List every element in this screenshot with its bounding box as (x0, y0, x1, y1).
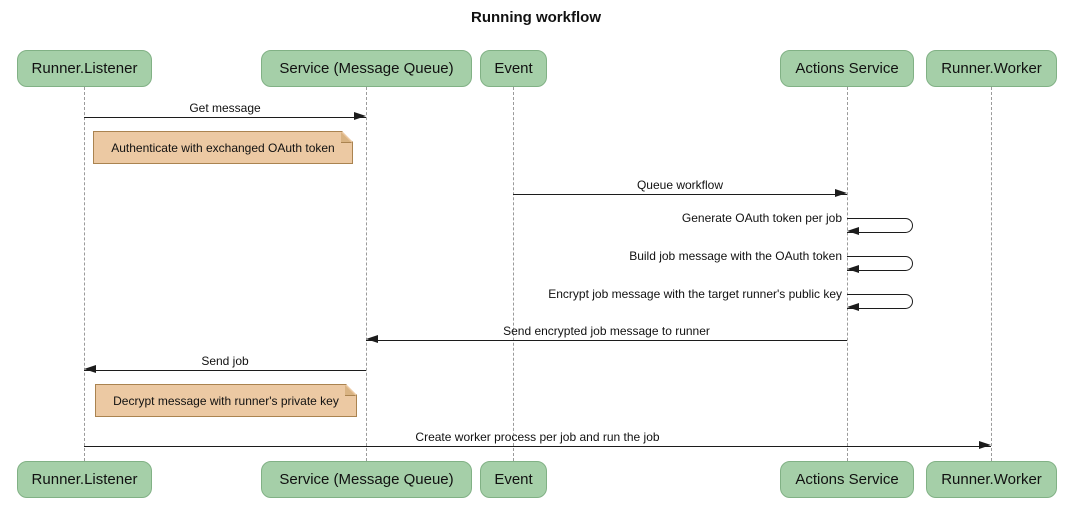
arrowhead-left-icon (847, 227, 859, 235)
lifeline-event (513, 87, 514, 461)
actor-runner-listener-top: Runner.Listener (17, 50, 152, 87)
note-text: Authenticate with exchanged OAuth token (111, 140, 335, 155)
message-label-build-job-message: Build job message with the OAuth token (629, 249, 842, 263)
actor-runner-worker-top: Runner.Worker (926, 50, 1057, 87)
message-label-encrypt-job-message: Encrypt job message with the target runn… (548, 287, 842, 301)
message-label-generate-oauth-token: Generate OAuth token per job (681, 211, 842, 225)
message-label-send-job: Send job (201, 354, 249, 368)
actor-runner-listener-bottom: Runner.Listener (17, 461, 152, 498)
arrowhead-left-icon (366, 335, 378, 343)
note-authenticate-oauth: Authenticate with exchanged OAuth token (93, 131, 353, 164)
arrowhead-left-icon (847, 303, 859, 311)
note-text: Decrypt message with runner's private ke… (113, 393, 339, 408)
message-label-get-message: Get message (189, 101, 261, 115)
actor-service-message-queue-top: Service (Message Queue) (261, 50, 472, 87)
arrowhead-right-icon (354, 112, 366, 120)
message-label-queue-workflow: Queue workflow (636, 178, 724, 192)
actor-service-message-queue-bottom: Service (Message Queue) (261, 461, 472, 498)
message-line-send-job (84, 370, 366, 371)
note-decrypt-message: Decrypt message with runner's private ke… (95, 384, 357, 417)
self-loop-line (847, 218, 913, 233)
actor-actions-service-top: Actions Service (780, 50, 914, 87)
actor-event-top: Event (480, 50, 547, 87)
message-line-queue-workflow (513, 194, 847, 195)
actor-runner-worker-bottom: Runner.Worker (926, 461, 1057, 498)
self-loop-line (847, 294, 913, 309)
message-label-send-encrypted-job: Send encrypted job message to runner (503, 324, 710, 338)
note-fold-icon (341, 132, 352, 143)
arrowhead-right-icon (979, 441, 991, 449)
message-line-create-worker (84, 446, 991, 447)
arrowhead-left-icon (847, 265, 859, 273)
message-line-send-encrypted-job (366, 340, 847, 341)
self-loop-line (847, 256, 913, 271)
arrowhead-right-icon (835, 189, 847, 197)
lifeline-service-message-queue (366, 87, 367, 461)
lifeline-actions-service (847, 87, 848, 461)
lifeline-runner-listener (84, 87, 85, 461)
message-label-create-worker: Create worker process per job and run th… (415, 430, 660, 444)
arrowhead-left-icon (84, 365, 96, 373)
message-line-get-message (84, 117, 366, 118)
note-fold-icon (345, 385, 356, 396)
actor-actions-service-bottom: Actions Service (780, 461, 914, 498)
diagram-title: Running workflow (471, 9, 601, 26)
actor-event-bottom: Event (480, 461, 547, 498)
lifeline-runner-worker (991, 87, 992, 461)
